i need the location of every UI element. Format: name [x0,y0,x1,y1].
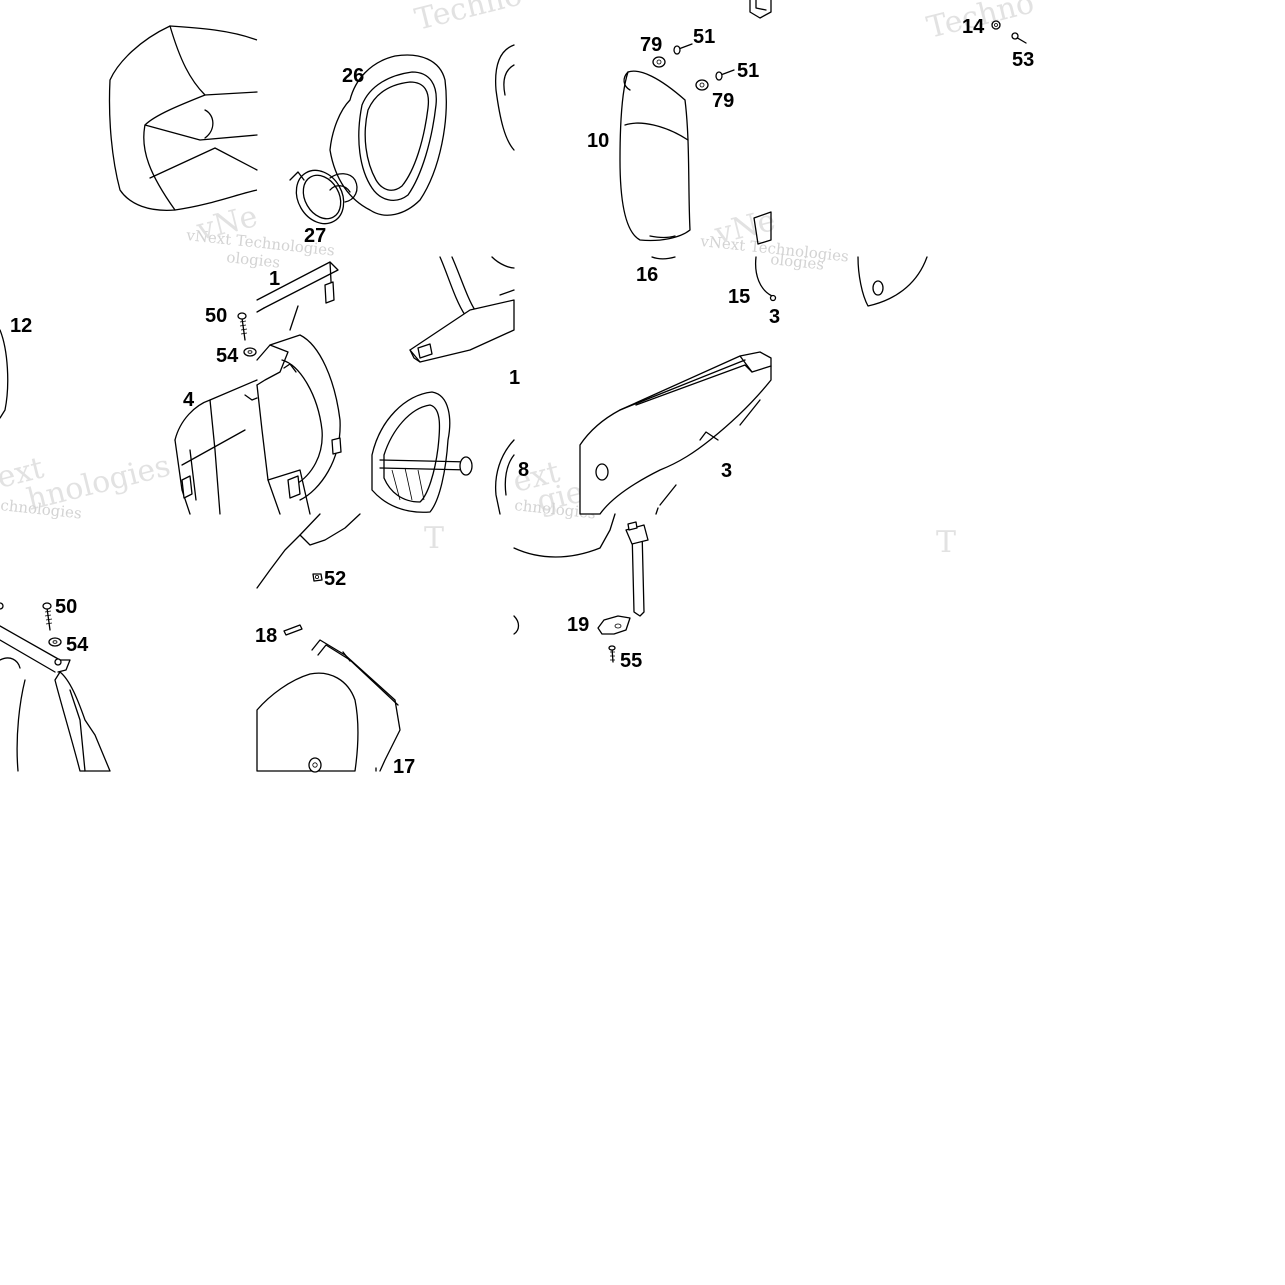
label-12: 12 [10,315,32,337]
part-fan-housing-8 [494,439,515,515]
label-1: 1 [269,268,280,290]
label-14: 14 [962,16,985,38]
part-frame-1 [256,261,342,515]
part-bracket-tile10 [256,513,361,589]
part-screw-51-b [715,69,735,81]
part-duct-tile6 [409,256,515,363]
label-50-b: 50 [55,596,77,618]
part-screw-52 [312,573,323,582]
part-housing-edge-tile2 [494,44,515,151]
part-filter-frame [371,391,473,513]
label-55: 55 [620,650,642,672]
label-79-b: 79 [712,90,734,112]
part-frame-4 [174,379,258,515]
part-number-labels: 26 27 79 51 51 79 10 14 53 1 12 50 54 4 … [10,16,1034,778]
part-washer-79-b [695,79,709,91]
label-79-a: 79 [640,34,662,56]
part-bolt-50-a [237,312,248,341]
part-rod-19 [625,521,649,617]
part-bolt-53 [1011,32,1027,44]
part-hose-clamp-27 [289,169,345,225]
label-54-a: 54 [216,345,239,367]
part-housing-edge-tile8 [857,256,928,307]
part-cover-16 [651,256,676,260]
part-fan-cover-17 [256,672,359,773]
part-screw-51-a [673,43,693,55]
watermark-techno-top: Techno [411,0,525,38]
part-housing-cover [108,25,258,211]
part-washer-54-b [48,637,62,647]
part-washer-54-a [243,347,257,357]
label-3-a: 3 [769,306,780,328]
label-51-b: 51 [737,60,759,82]
watermark-ologies-1: ologies [226,248,281,272]
label-54-b: 54 [66,634,89,656]
part-side-cover-10 [619,70,691,242]
part-spring-15 [754,256,777,302]
label-1-b: 1 [509,367,520,389]
label-53: 53 [1012,49,1034,71]
label-52: 52 [324,568,346,590]
label-50-a: 50 [205,305,227,327]
part-screw-55 [608,645,616,663]
label-16: 16 [636,264,658,286]
part-fan-housing-tile11 [513,513,616,635]
part-grommet-tile3 [753,211,772,245]
watermark-t-2: T [936,525,956,560]
part-bracket-top-tile3 [749,0,772,19]
part-nut-14 [991,20,1001,30]
label-4: 4 [183,389,195,411]
label-18: 18 [255,625,277,647]
part-leader-tile7 [655,484,677,515]
part-pin-18 [283,624,303,636]
watermark-t-1: T [424,521,444,556]
part-cover-3 [579,351,772,515]
label-19: 19 [567,614,589,636]
part-clip-19 [597,615,631,635]
label-8: 8 [518,459,529,481]
watermark-ologies-2: ologies [770,250,825,274]
part-bolt-50-b [42,602,53,631]
part-air-filter-26 [329,54,447,216]
label-27: 27 [304,225,326,247]
part-rod-17 [311,639,401,772]
label-26: 26 [342,65,364,87]
part-housing-12 [0,329,9,419]
label-51-a: 51 [693,26,715,48]
label-15: 15 [728,286,750,308]
part-fan-housing-tile9 [0,602,111,772]
label-10: 10 [587,130,609,152]
part-washer-79-a [652,56,666,68]
label-17: 17 [393,756,415,778]
label-3-b: 3 [721,460,732,482]
